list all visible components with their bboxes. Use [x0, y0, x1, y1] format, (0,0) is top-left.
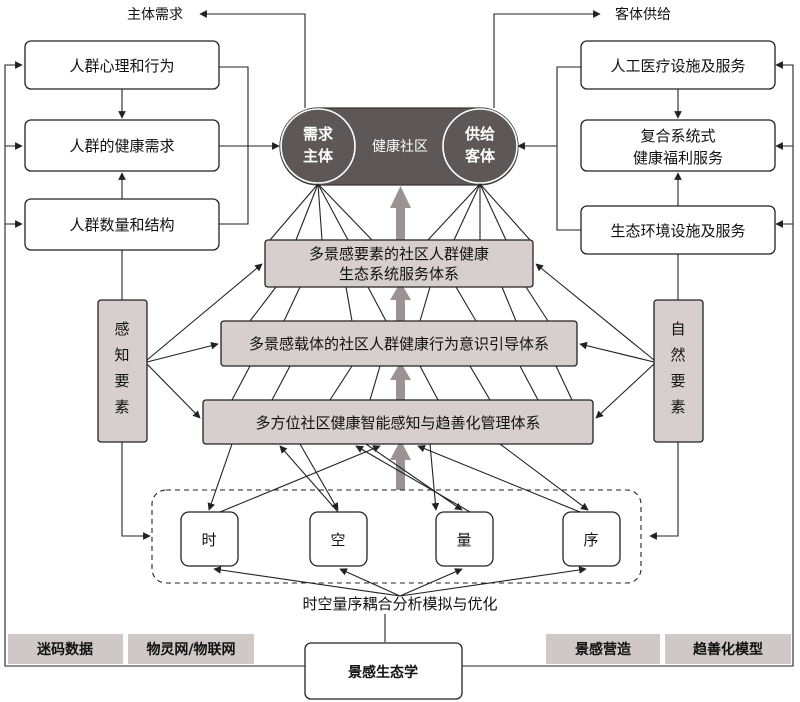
right-box-connectors [517, 66, 682, 231]
coupling-arrows [213, 566, 587, 642]
healthy-community-label: 健康社区 [372, 138, 428, 155]
tag-optimization-model: 趋善化模型 [693, 641, 763, 658]
tag-landscape-building: 景感营造 [575, 641, 631, 658]
supply-label: 客体供给 [615, 6, 671, 23]
bottom-box [304, 642, 463, 700]
dimension-time: 时 [201, 531, 216, 549]
dimensions: 时 空 量 序 [180, 511, 621, 567]
perception-char-2: 知 [114, 346, 129, 364]
system-2: 多景感载体的社区人群健康行为意识引导体系 [249, 335, 549, 353]
nature-char-2: 然 [670, 346, 685, 364]
right-box-medical: 人工医疗设施及服务 [610, 57, 745, 75]
dimension-space: 空 [330, 531, 345, 549]
top-arrows: 主体需求 客体供给 [127, 6, 671, 108]
fan-lines [231, 183, 573, 401]
central-capsule: 需求 主体 健康社区 供给 客体 [279, 107, 519, 186]
bottom-tags: 迷码数据 物灵网/物联网 景感营造 趋善化模型 [8, 634, 791, 664]
system-3: 多方位社区健康智能感知与趋善化管理体系 [255, 414, 540, 432]
left-box-population: 人群数量和结构 [69, 216, 174, 234]
demand-subject-l2: 主体 [303, 147, 334, 165]
coupling-label: 时空量序耦合分析模拟与优化 [302, 595, 497, 613]
perception-char-3: 要 [114, 372, 129, 390]
left-box-health-demand: 人群的健康需求 [69, 137, 174, 155]
perception-char-1: 感 [114, 320, 129, 338]
dimension-order: 序 [583, 531, 598, 549]
system-1-l1: 多景感要素的社区人群健康 [309, 245, 489, 263]
left-box-connectors [118, 66, 280, 225]
dimension-quantity: 量 [456, 531, 471, 549]
supply-object-l1: 供给 [464, 125, 495, 143]
nature-char-3: 要 [670, 372, 685, 390]
supply-object-l2: 客体 [464, 147, 496, 165]
right-boxes: 人工医疗设施及服务 复合系统式 健康福利服务 生态环境设施及服务 [580, 40, 776, 255]
demand-label: 主体需求 [127, 7, 183, 23]
right-box-ecological: 生态环境设施及服务 [610, 222, 745, 240]
landsenses-ecology-label: 景感生态学 [348, 664, 418, 681]
tag-iot: 物灵网/物联网 [146, 641, 235, 658]
system-dimension-links [207, 443, 589, 513]
perception-char-4: 素 [114, 398, 129, 416]
systems: 多景感要素的社区人群健康 生态系统服务体系 多景感载体的社区人群健康行为意识引导… [202, 239, 594, 445]
side-element-arrows [121, 250, 679, 540]
nature-char-4: 素 [670, 398, 685, 416]
left-boxes: 人群心理和行为 人群的健康需求 人群数量和结构 [24, 40, 220, 251]
gray-up-arrows [390, 186, 411, 490]
right-box-welfare-l2: 健康福利服务 [633, 149, 723, 167]
nature-char-1: 自 [670, 320, 685, 338]
outer-frame-lines [4, 61, 794, 667]
left-box-psychology: 人群心理和行为 [69, 57, 174, 75]
demand-subject-l1: 需求 [303, 125, 334, 143]
system-1-l2: 生态系统服务体系 [339, 265, 459, 283]
right-box-welfare-l1: 复合系统式 [640, 127, 715, 145]
tag-data: 迷码数据 [36, 641, 93, 658]
dimension-group [151, 489, 642, 584]
